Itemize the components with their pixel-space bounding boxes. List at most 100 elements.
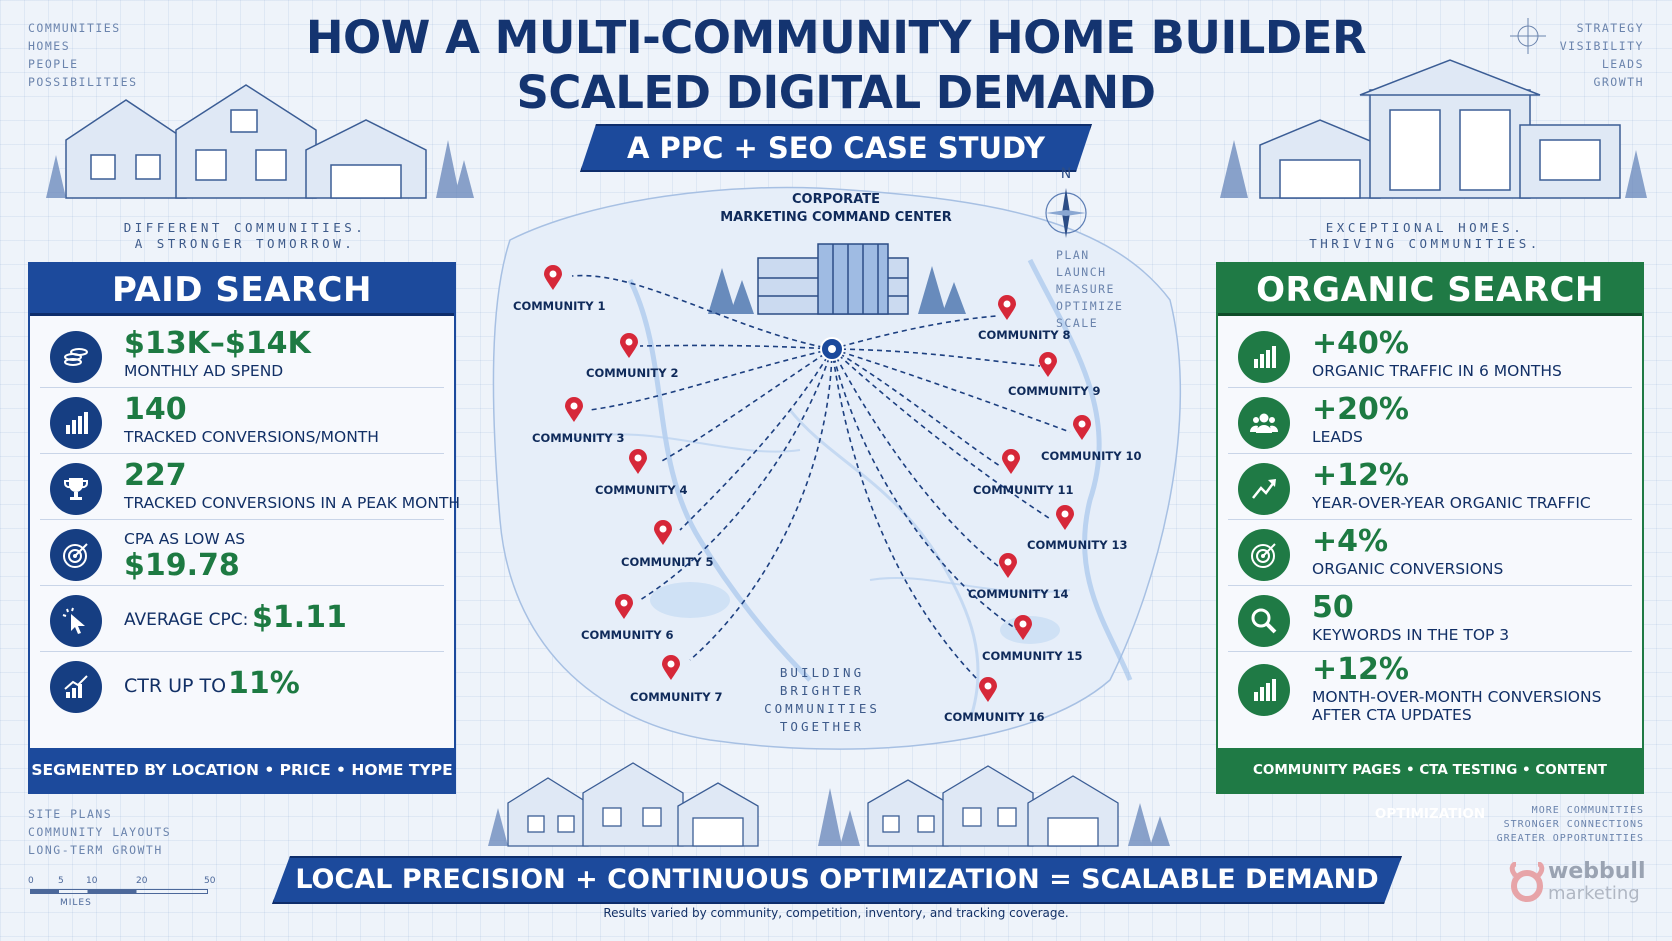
community-label: COMMUNITY 6 [581,628,674,642]
coins-icon [50,331,102,383]
stat-value: +12% [1312,458,1409,493]
stat-label: AFTER CTA UPDATES [1312,706,1472,724]
map-tagline-line: BUILDING [779,665,865,680]
bar-chart-icon [50,397,102,449]
stat-value: +4% [1312,524,1389,559]
process-step: SCALE [1056,316,1099,330]
headquarters-building-illustration [708,243,966,315]
corner-word: GREATER OPPORTUNITIES [1496,833,1644,844]
search-icon [1238,595,1290,647]
map-pin-icon [1002,449,1020,474]
tagline-line: A STRONGER TOMORROW. [134,236,356,251]
paid-stat-row: AVERAGE CPC: $1.11 [40,586,444,652]
trophy-icon [50,463,102,515]
neighborhood-illustration [488,762,1170,847]
bull-logo-icon [1509,862,1545,902]
stat-label: KEYWORDS IN THE TOP 3 [1312,626,1510,644]
community-label: COMMUNITY 10 [1041,449,1142,463]
corner-word: POSSIBILITIES [28,75,138,89]
scale-tick: 20 [136,876,148,886]
map-pin-icon [620,333,638,358]
stat-label: YEAR-OVER-YEAR ORGANIC TRAFFIC [1312,494,1591,512]
map-illustration [492,186,1182,750]
compass-north-label: N [1060,166,1072,182]
map-pin-icon [999,553,1017,578]
organic-stat-row: +40% ORGANIC TRAFFIC IN 6 MONTHS [1228,322,1632,388]
corner-word: HOMES [28,39,71,53]
scale-tick: 10 [86,876,98,886]
bar-chart-icon [1238,331,1290,383]
stat-value: 227 [124,458,187,493]
tagline-line: THRIVING COMMUNITIES. [1309,236,1541,251]
crosshair-icon [1510,18,1546,54]
stat-label: AVERAGE CPC: [124,610,249,630]
organic-search-heading: ORGANIC SEARCH [1218,264,1642,316]
community-label: COMMUNITY 2 [586,366,679,380]
process-step: LAUNCH [1056,265,1107,279]
scale-tick: 50 [204,876,216,886]
command-center-line: MARKETING COMMAND CENTER [720,210,952,225]
subtitle-banner: A PPC + SEO CASE STUDY [580,124,1092,172]
organic-search-footer: COMMUNITY PAGES • CTA TESTING • CONTENT … [1218,748,1642,822]
stat-label: CTR UP TO [124,675,227,697]
stat-label: ORGANIC CONVERSIONS [1312,560,1504,578]
corner-word: VISIBILITY [1559,39,1644,53]
corner-word: LONG-TERM GROWTH [28,843,163,857]
stat-value: 11% [228,666,300,701]
map-pin-icon [615,594,633,619]
map-pin-icon [565,397,583,422]
scale-tick: 5 [58,876,64,886]
stat-value: $19.78 [124,548,240,583]
process-step: PLAN [1056,248,1090,262]
community-label: COMMUNITY 3 [532,431,625,445]
stat-value: +40% [1312,326,1409,361]
organic-search-panel: ORGANIC SEARCH +40% ORGANIC TRAFFIC IN 6… [1216,262,1644,822]
top-left-word-list: COMMUNITIES HOMES PEOPLE POSSIBILITIES [28,19,138,91]
tagline-line: DIFFERENT COMMUNITIES. [123,220,367,235]
community-label: COMMUNITY 11 [973,483,1074,497]
stat-label: TRACKED CONVERSIONS IN A PEAK MONTH [124,494,461,512]
process-step: OPTIMIZE [1056,299,1124,313]
paid-search-panel: PAID SEARCH $13K–$14K MONTHLY AD SPEND 1… [28,262,460,794]
command-center-label: CORPORATE MARKETING COMMAND CENTER [694,191,978,227]
subtitle-text: A PPC + SEO CASE STUDY [627,131,1045,165]
stat-value: 140 [124,392,187,427]
organic-stat-row: +20% LEADS [1228,388,1632,454]
command-center-line: CORPORATE [792,192,880,207]
stat-label: TRACKED CONVERSIONS/MONTH [124,428,379,446]
trend-up-icon [50,661,102,713]
corner-word: STRONGER CONNECTIONS [1503,819,1644,830]
map-pin-icon [1073,415,1091,440]
stat-value: $1.11 [252,600,347,635]
left-tagline: DIFFERENT COMMUNITIES. A STRONGER TOMORR… [60,220,430,252]
community-label: COMMUNITY 5 [621,555,714,569]
map-pin-icon [662,655,680,680]
paid-stat-row: $13K–$14K MONTHLY AD SPEND [40,322,444,388]
stat-label: MONTHLY AD SPEND [124,362,284,380]
brand-logo: webbull marketing [1508,858,1658,914]
corner-word: STRATEGY [1576,21,1644,35]
corner-word: LEADS [1601,57,1644,71]
map-tagline-line: COMMUNITIES [764,701,880,716]
right-house-illustration [1220,59,1647,199]
target-icon [50,529,102,581]
bottom-right-word-list: MORE COMMUNITIES STRONGER CONNECTIONS GR… [1497,804,1644,846]
process-steps-list: PLAN LAUNCH MEASURE OPTIMIZE SCALE [1056,247,1123,332]
map-scale-bar: 0 5 10 20 50 MILES [28,876,218,912]
brand-tagline: marketing [1548,883,1640,904]
corner-word: COMMUNITY LAYOUTS [28,825,172,839]
community-label: COMMUNITY 4 [595,483,688,497]
map-tagline-line: TOGETHER [779,719,865,734]
corner-word: SITE PLANS [28,807,113,821]
paid-stat-row: CPA AS LOW AS $19.78 [40,520,444,586]
map-pin-icon [1056,505,1074,530]
left-house-illustration [46,84,474,199]
paid-search-footer: SEGMENTED BY LOCATION • PRICE • HOME TYP… [30,748,454,792]
bottom-banner-text: LOCAL PRECISION + CONTINUOUS OPTIMIZATIO… [295,864,1379,895]
process-step: MEASURE [1056,282,1115,296]
stat-label: LEADS [1312,428,1363,446]
title-line-2: SCALED DIGITAL DEMAND [516,66,1156,119]
community-label: COMMUNITY 13 [1027,538,1128,552]
paid-search-heading: PAID SEARCH [30,264,454,316]
map-pin-icon [1039,352,1057,377]
